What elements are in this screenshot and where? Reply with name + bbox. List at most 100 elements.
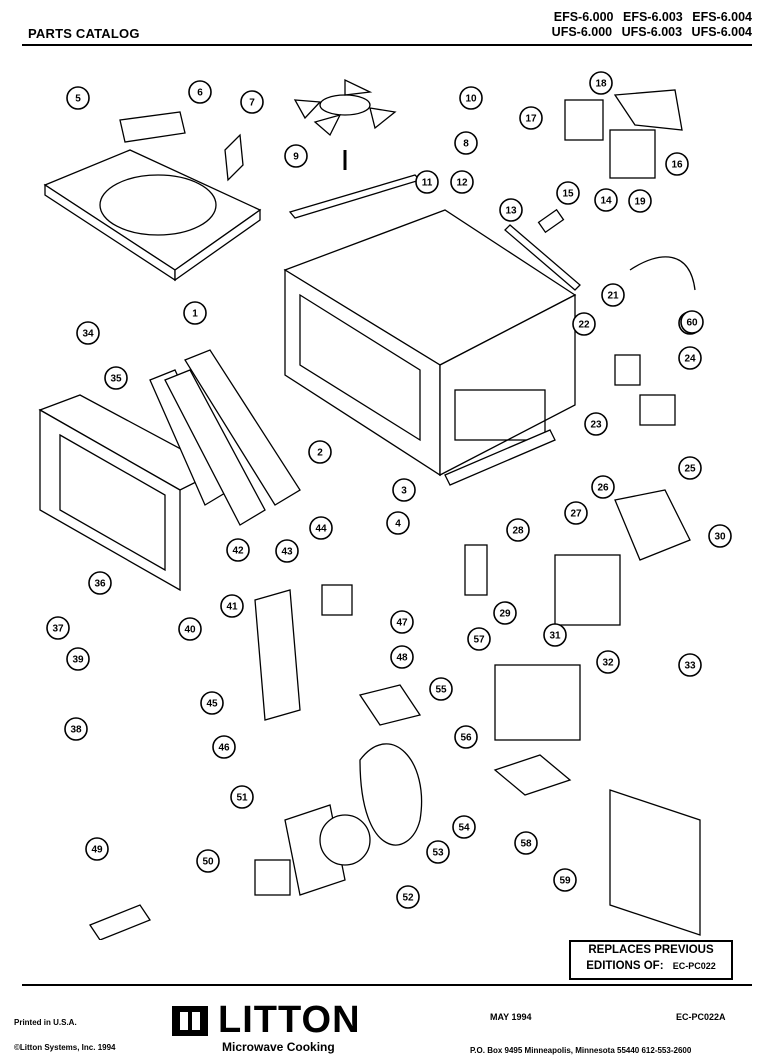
box-part xyxy=(609,129,656,179)
callout-bubble xyxy=(572,312,596,336)
fuse-part xyxy=(537,208,565,234)
callout-number: 33 xyxy=(684,661,696,672)
callout-bubble xyxy=(499,198,523,222)
callout-60: 60 xyxy=(680,310,704,334)
callout-number: 54 xyxy=(458,823,470,834)
callout-number: 19 xyxy=(634,197,646,208)
callout-bubble xyxy=(459,86,483,110)
callout-55: 55 xyxy=(429,677,453,701)
callout-bubble xyxy=(88,571,112,595)
model-row-1: EFS-6.000 EFS-6.003 EFS-6.004 xyxy=(552,10,752,25)
callout-24: 24 xyxy=(678,346,702,370)
bracket-part xyxy=(224,133,244,182)
callout-number: 4 xyxy=(395,519,401,530)
callout-number: 36 xyxy=(94,579,106,590)
plate-part xyxy=(493,754,572,796)
callout-bubble xyxy=(200,691,224,715)
callout-number: 48 xyxy=(396,653,408,664)
callout-11: 11 xyxy=(415,170,439,194)
callout-19: 19 xyxy=(628,189,652,213)
base-rail-part xyxy=(444,429,556,486)
replaces-line-1: REPLACES PREVIOUS xyxy=(588,944,714,956)
callout-bubble xyxy=(680,310,704,334)
replaces-label: EDITIONS OF: xyxy=(586,960,664,972)
replaces-line-2: EDITIONS OF: EC-PC022 xyxy=(571,958,731,974)
callout-bubble xyxy=(64,717,88,741)
callout-bubble xyxy=(386,511,410,535)
callout-bubble xyxy=(415,170,439,194)
exploded-parts-diagram: 1234567891011121314151617181920212223242… xyxy=(38,71,732,940)
callout-number: 42 xyxy=(232,546,244,557)
callout-2: 2 xyxy=(308,440,332,464)
callout-bubble xyxy=(396,885,420,909)
callout-bubble xyxy=(46,616,70,640)
callout-bubble xyxy=(390,645,414,669)
callout-47: 47 xyxy=(390,610,414,634)
callout-number: 47 xyxy=(396,618,408,629)
catalog-code: EC-PC022A xyxy=(676,1012,726,1022)
callout-number: 5 xyxy=(75,94,81,105)
callout-number: 45 xyxy=(206,699,218,710)
callout-10: 10 xyxy=(459,86,483,110)
callout-number: 17 xyxy=(525,114,537,125)
callout-44: 44 xyxy=(309,516,333,540)
callout-number: 8 xyxy=(463,139,469,150)
callout-4: 4 xyxy=(386,511,410,535)
cover-part xyxy=(358,684,422,726)
callout-31: 31 xyxy=(543,623,567,647)
callout-bubble xyxy=(514,831,538,855)
callout-45: 45 xyxy=(200,691,224,715)
rail-part xyxy=(288,174,422,219)
callout-57: 57 xyxy=(467,627,491,651)
callout-bubble xyxy=(240,90,264,114)
callout-40: 40 xyxy=(178,617,202,641)
callout-46: 46 xyxy=(212,735,236,759)
callout-number: 35 xyxy=(110,374,122,385)
model-code: EFS-6.004 xyxy=(692,10,752,24)
callout-number: 23 xyxy=(590,420,602,431)
callout-number: 2 xyxy=(317,448,323,459)
motor-part xyxy=(321,584,353,616)
callout-bubble xyxy=(596,650,620,674)
callout-bubble xyxy=(454,725,478,749)
callout-number: 30 xyxy=(714,532,726,543)
callout-37: 37 xyxy=(46,616,70,640)
callout-number: 16 xyxy=(671,160,683,171)
callout-51: 51 xyxy=(230,785,254,809)
address: P.O. Box 9495 Minneapolis, Minnesota 554… xyxy=(470,1046,692,1055)
callout-number: 14 xyxy=(600,196,612,207)
callout-26: 26 xyxy=(591,475,615,499)
callout-bubble xyxy=(212,735,236,759)
latch-part xyxy=(464,544,488,596)
catalog-date: MAY 1994 xyxy=(490,1012,532,1022)
callout-number: 44 xyxy=(315,524,327,535)
switch-part xyxy=(614,354,641,386)
callout-number: 25 xyxy=(684,464,696,475)
callout-bubble xyxy=(104,366,128,390)
replaces-box: REPLACES PREVIOUS EDITIONS OF: EC-PC022 xyxy=(569,940,733,980)
callout-number: 22 xyxy=(578,320,590,331)
callout-number: 10 xyxy=(465,94,477,105)
callout-bubble xyxy=(183,301,207,325)
callout-bubble xyxy=(85,837,109,861)
callout-number: 13 xyxy=(505,206,517,217)
callout-34: 34 xyxy=(76,321,100,345)
callout-bubble xyxy=(493,601,517,625)
callout-bubble xyxy=(591,475,615,499)
callout-39: 39 xyxy=(66,647,90,671)
callout-number: 38 xyxy=(70,725,82,736)
callout-bubble xyxy=(188,80,212,104)
callout-53: 53 xyxy=(426,840,450,864)
callout-bubble xyxy=(678,456,702,480)
callout-bubble xyxy=(76,321,100,345)
callout-number: 58 xyxy=(520,839,532,850)
callout-13: 13 xyxy=(499,198,523,222)
callout-bubble xyxy=(708,524,732,548)
callout-number: 57 xyxy=(473,635,485,646)
bracket-part xyxy=(564,99,604,141)
callout-bubble xyxy=(519,106,543,130)
callout-38: 38 xyxy=(64,717,88,741)
callout-12: 12 xyxy=(450,170,474,194)
callout-bubble xyxy=(665,152,689,176)
callout-number: 6 xyxy=(197,88,203,99)
